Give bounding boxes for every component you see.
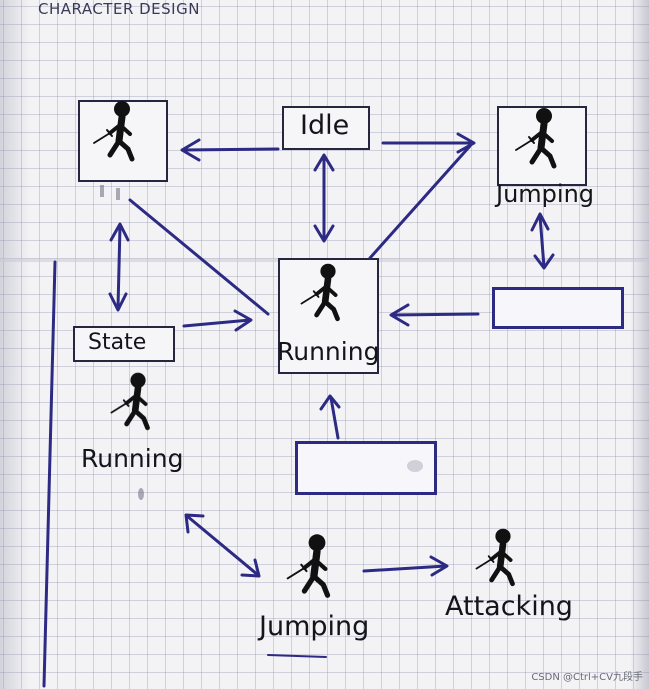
stick-figure-with-sword-icon (301, 264, 337, 319)
blank-state-box-center (295, 441, 437, 495)
arrow-state-to-running (182, 318, 252, 328)
underline-jumping (267, 654, 327, 658)
stick-figure-with-sword-icon (94, 101, 132, 159)
line-jumping-to-running (368, 144, 472, 260)
stick-figure-with-sword-icon (288, 534, 328, 595)
state-label: State (88, 330, 147, 355)
state-label-box (73, 326, 175, 362)
page-title: CHARACTER DESIGN (38, 0, 200, 18)
stick-figure-with-sword-icon (111, 373, 147, 428)
arrow-blank-center-to-running (329, 396, 340, 440)
watermark: CSDN @Ctrl+CV九段手 (531, 672, 643, 683)
running-left-label: Running (81, 444, 184, 473)
smudge-mark (116, 188, 120, 200)
line-topleft-to-running (128, 198, 270, 316)
arrow-running-jumping (185, 514, 260, 577)
margin-line (42, 260, 57, 688)
smudge-mark (100, 185, 104, 197)
stick-figure-with-sword-icon (516, 108, 554, 166)
stick-figure-with-sword-icon (476, 529, 512, 584)
idle-label: Idle (300, 110, 350, 141)
arrow-jumping-to-attacking (362, 564, 448, 573)
arrow-topleft-state (116, 224, 122, 310)
arrow-jumping-blank (538, 214, 546, 269)
arrow-blank-to-running (390, 312, 480, 317)
smudge-mark (407, 460, 423, 472)
idle-state-box (282, 106, 370, 150)
attacking-label: Attacking (445, 591, 573, 622)
jumping-bottom-label: Jumping (259, 611, 370, 642)
smudge-mark (138, 488, 144, 500)
arrow-idle-to-topleft (181, 147, 280, 152)
running-center-label: Running (277, 337, 380, 366)
blank-state-box-right (492, 287, 624, 329)
jumping-top-label: Jumping (496, 180, 595, 208)
